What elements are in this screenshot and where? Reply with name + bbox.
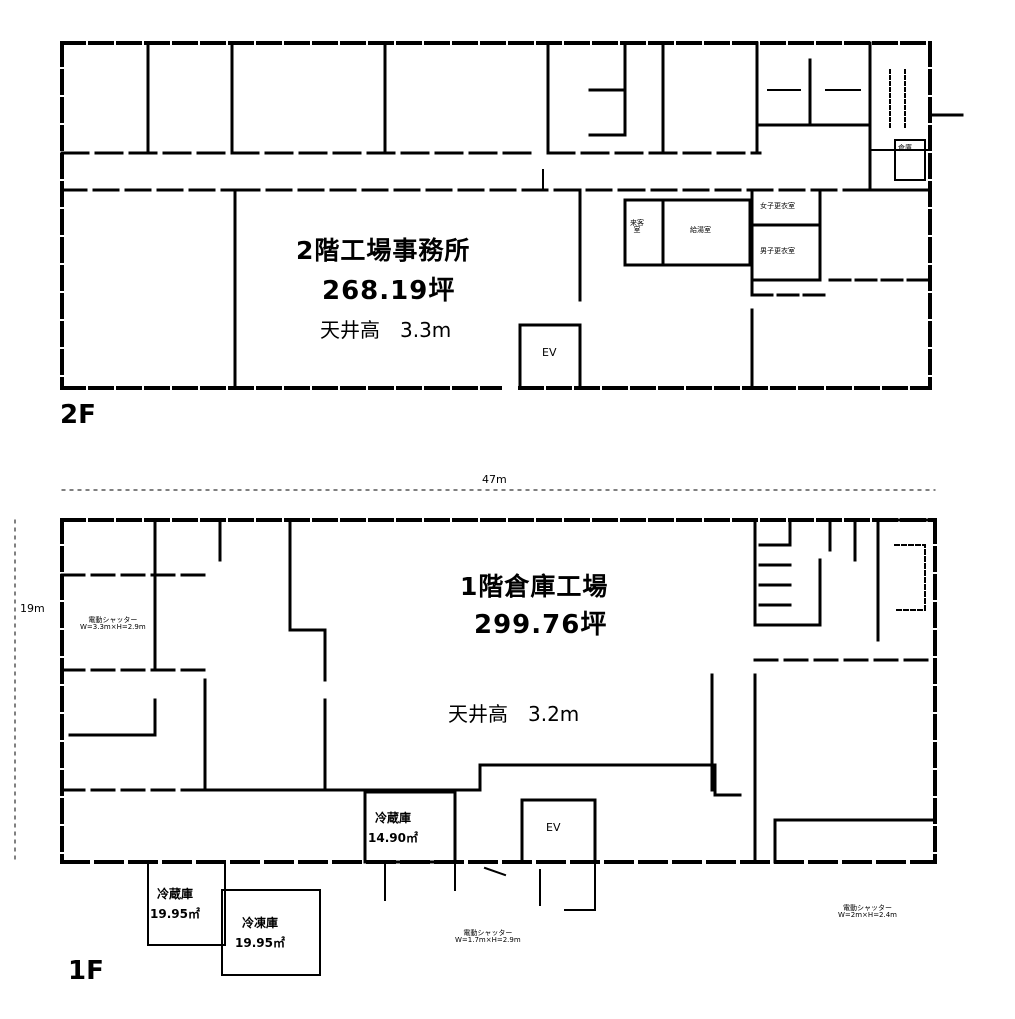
second-floor-walls [60, 41, 964, 390]
freezer-room-area: 19.95㎡ [235, 936, 285, 950]
ceiling-2f: 天井高 3.3m [320, 318, 452, 342]
first-floor-walls [14, 489, 937, 976]
room-label-2f-e: 倉庫 [898, 144, 912, 152]
room-label-2f-a: 来客 室 [630, 219, 644, 234]
freezer-room: 冷凍庫 19.95㎡ [235, 917, 285, 949]
ev-1f: EV [546, 821, 561, 834]
shutter-label-left: 電動シャッター W=3.3m×H=2.9m [80, 616, 146, 631]
shutter-label-right: 電動シャッター W=2m×H=2.4m [838, 904, 898, 919]
dimension-width: 47m [482, 473, 507, 486]
cold-room-2-name: 冷蔵庫 [156, 887, 193, 901]
cold-room-2: 冷蔵庫 19.95㎡ [150, 888, 200, 920]
room-label-2f-d: 男子更衣室 [760, 247, 795, 255]
title-2f: 2階工場事務所 [296, 236, 471, 265]
room-label-2f-c: 女子更衣室 [760, 202, 795, 210]
room-label-2f-b: 給湯室 [690, 226, 711, 234]
cold-room-2-area: 19.95㎡ [150, 907, 200, 921]
shutter-label-center: 電動シャッター W=1.7m×H=2.9m [455, 929, 521, 944]
ev-2f: EV [542, 346, 557, 359]
area-2f: 268.19坪 [322, 276, 456, 306]
floor-label-1f: 1F [68, 956, 104, 986]
freezer-room-name: 冷凍庫 [241, 916, 278, 930]
title-1f: 1階倉庫工場 [460, 572, 609, 601]
cold-room-1-name: 冷蔵庫 [374, 811, 411, 825]
floor-label-2f: 2F [60, 400, 96, 430]
dimension-height: 19m [20, 602, 45, 615]
ceiling-1f: 天井高 3.2m [448, 702, 580, 726]
cold-room-1-area: 14.90㎡ [368, 831, 418, 845]
cold-room-1: 冷蔵庫 14.90㎡ [368, 812, 418, 844]
area-1f: 299.76坪 [474, 610, 608, 640]
